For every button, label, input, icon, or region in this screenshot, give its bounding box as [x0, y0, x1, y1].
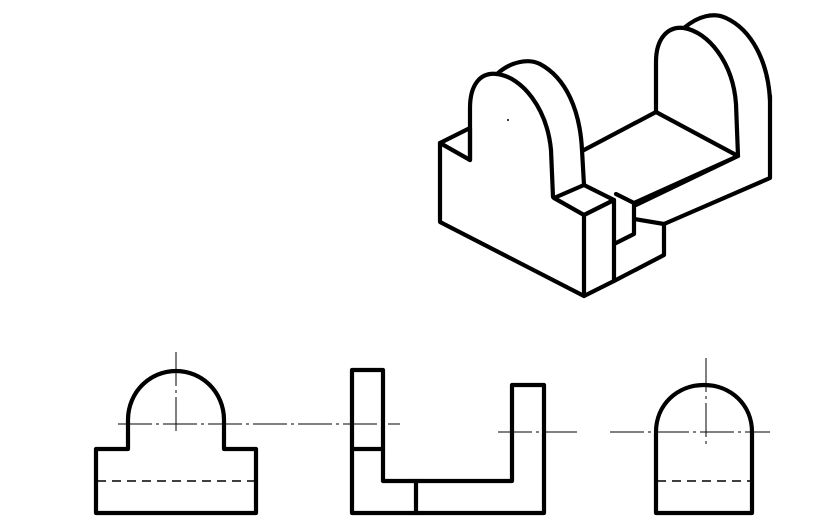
iso-notch-floor: [611, 191, 637, 247]
iso-front-upright-back: [494, 59, 587, 188]
iso-base-front-face: [437, 140, 587, 299]
iso-channel-floor: [581, 109, 741, 208]
iso-base-right-step: [611, 221, 667, 284]
iso-notch-back: [631, 93, 773, 227]
top-view-outline: [349, 367, 547, 516]
iso-rear-upright: [653, 25, 741, 159]
iso-front-upright: [467, 71, 556, 200]
side-view-outline: [653, 382, 755, 516]
front-view: [93, 352, 400, 516]
iso-rear-upright-back: [681, 13, 773, 103]
iso-left-pier-top: [551, 182, 617, 218]
iso-left-ledge-diag: [437, 140, 473, 163]
top-view: [349, 367, 580, 516]
isometric-view: [437, 13, 773, 299]
side-view: [610, 358, 770, 516]
iso-center-dot: [507, 119, 509, 121]
